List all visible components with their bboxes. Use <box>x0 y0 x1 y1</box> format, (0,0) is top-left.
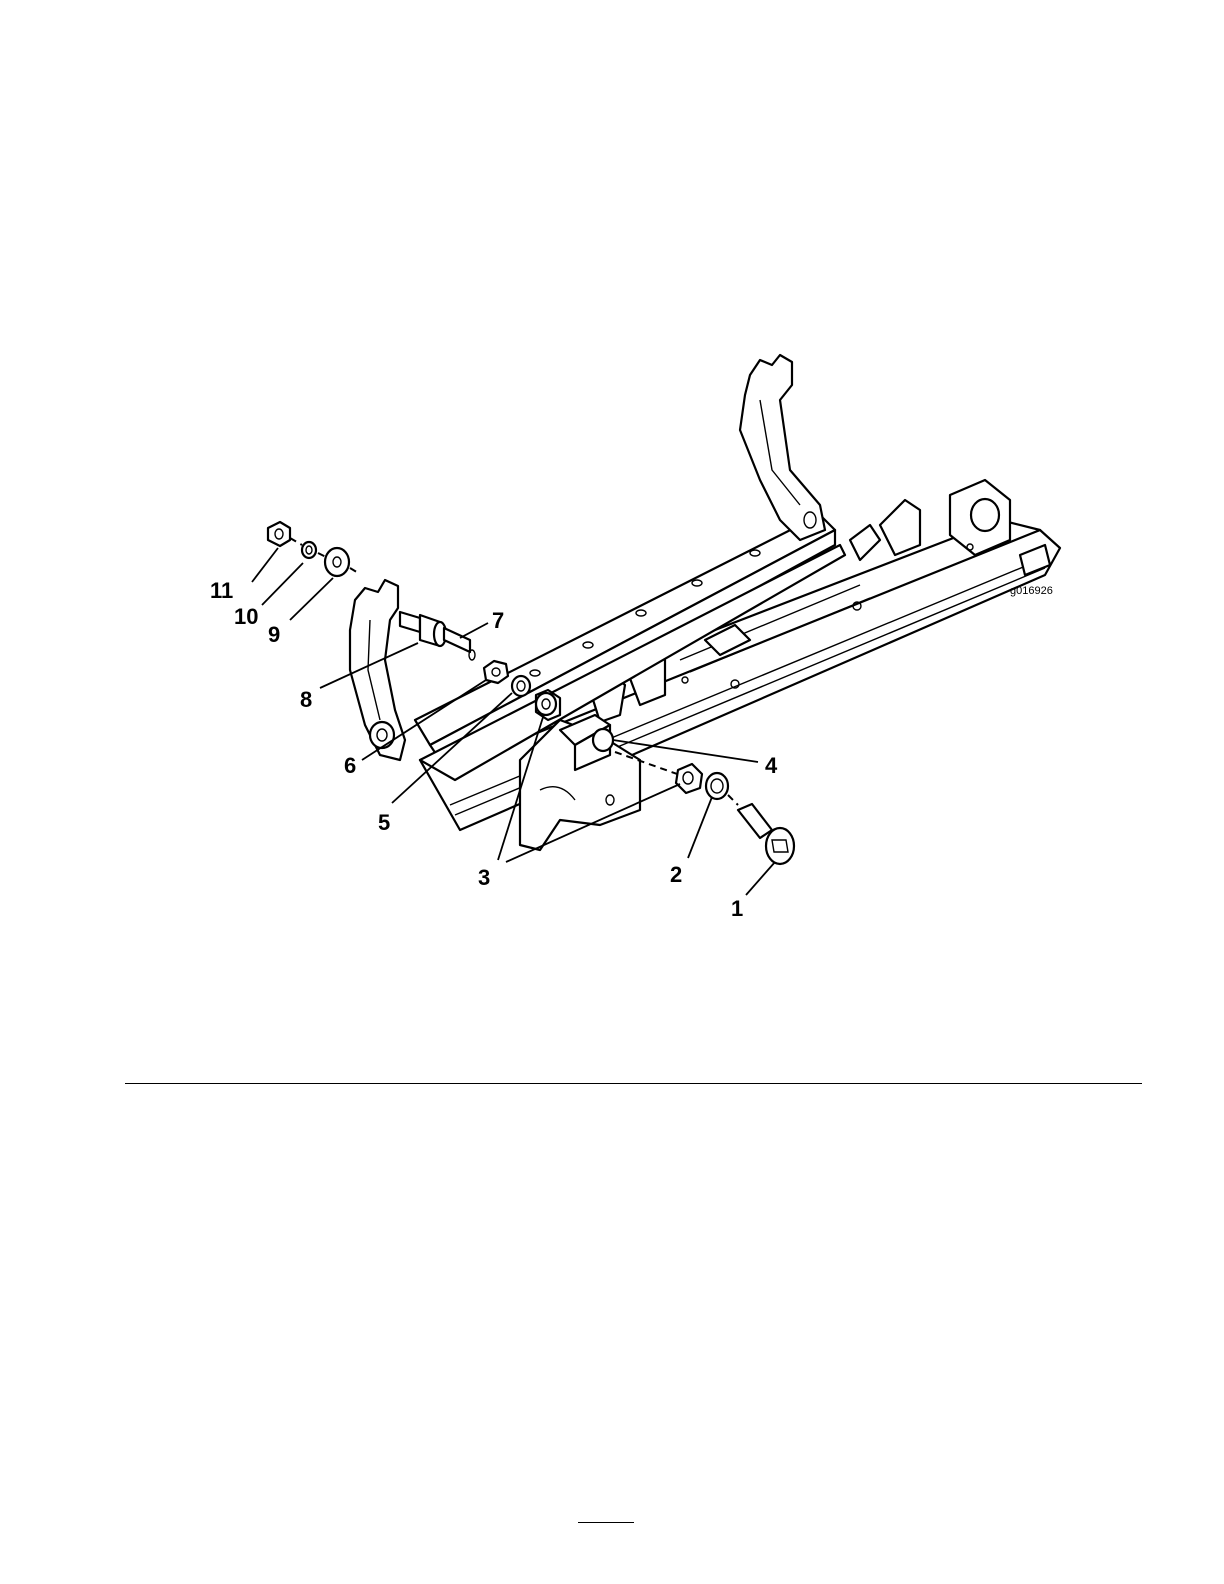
callout-6: 6 <box>344 753 356 778</box>
callout-3: 3 <box>478 865 490 890</box>
page-number-rule <box>578 1522 634 1523</box>
leader-7 <box>460 623 488 638</box>
bushing-upper <box>536 690 560 720</box>
washer <box>512 676 530 696</box>
adjuster-bolt <box>738 804 794 864</box>
flange-nut <box>268 522 290 546</box>
callout-5: 5 <box>378 810 390 835</box>
frame-assembly <box>420 480 1060 830</box>
callout-11: 11 <box>210 578 233 603</box>
callout-4: 4 <box>765 753 778 778</box>
callout-1: 1 <box>731 896 743 921</box>
bushing-lower <box>676 764 702 793</box>
flat-washer <box>325 548 349 576</box>
callout-9: 9 <box>268 622 280 647</box>
callout-10: 10 <box>234 604 258 629</box>
figure-id: g016926 <box>1010 585 1053 597</box>
seal-ring <box>706 773 728 799</box>
callout-8: 8 <box>300 687 312 712</box>
section-divider <box>125 1083 1142 1084</box>
leader-1 <box>746 862 775 895</box>
leader-2 <box>688 797 712 858</box>
leader-11 <box>252 548 278 582</box>
leader-10 <box>262 563 303 605</box>
callout-2: 2 <box>670 862 682 887</box>
hex-nut <box>484 661 508 683</box>
callout-7: 7 <box>492 608 504 633</box>
leader-9 <box>290 578 333 620</box>
right-side-plate <box>740 355 825 540</box>
spring-washer <box>302 542 316 558</box>
